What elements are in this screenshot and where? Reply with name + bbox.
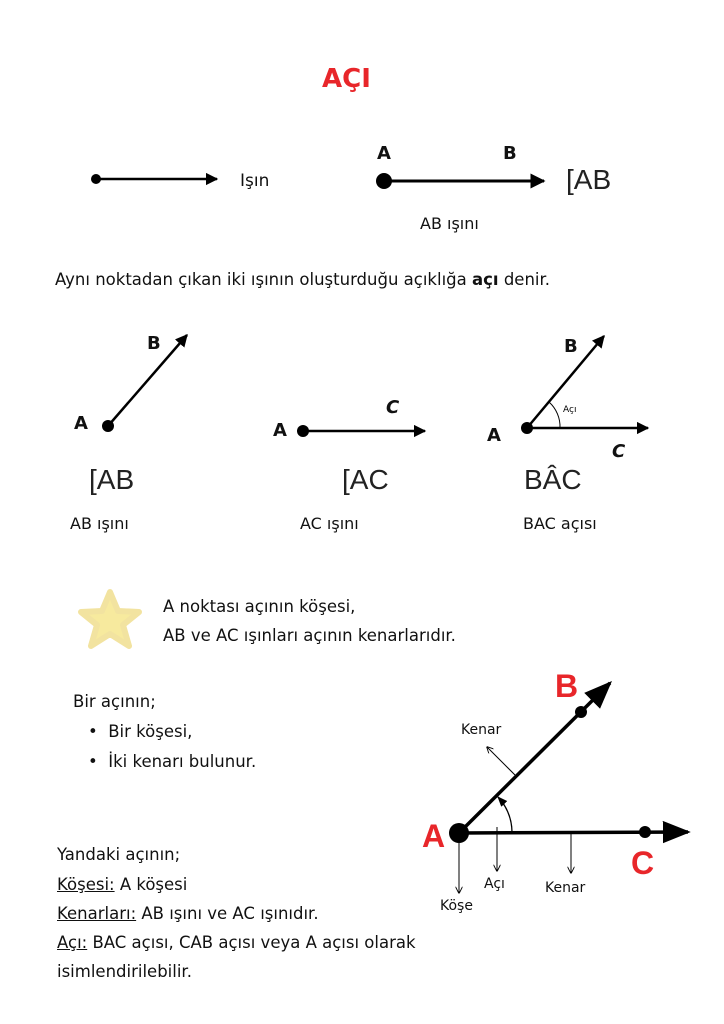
definition-part: Aynı noktadan çıkan iki ışının oluşturdu…	[55, 270, 472, 289]
ex3-caption: BAC açısı	[523, 514, 597, 533]
definition-part: denir.	[498, 270, 551, 289]
definition-keyword: açı	[472, 270, 499, 289]
parts-item-text: Bir köşesi,	[108, 722, 193, 741]
parts-item-text: İki kenarı bulunur.	[108, 752, 257, 771]
ray-caption: AB ışını	[420, 214, 479, 233]
kose-value: A köşesi	[114, 875, 188, 894]
ray-notation: [AB	[566, 164, 612, 195]
ex2-point-a: A	[273, 420, 287, 441]
summary-aci-continued: isimlendirilebilir.	[57, 962, 192, 981]
diagram-kose-label: Köşe	[440, 898, 473, 914]
diagram-kenar-label: Kenar	[461, 722, 502, 738]
parts-item: • İki kenarı bulunur.	[88, 752, 257, 771]
ex3-point-a: A	[487, 425, 501, 446]
diagram-point-c: C	[631, 845, 655, 881]
ex1-caption: AB ışını	[70, 514, 129, 533]
angle-diagram	[449, 681, 691, 893]
kenar-label: Kenarları:	[57, 904, 137, 923]
note-line-1: A noktası açının köşesi,	[163, 597, 356, 616]
example-ray-ab	[102, 334, 188, 432]
ex3-notation: BÂC	[524, 464, 582, 495]
star-icon	[78, 589, 142, 649]
ex2-notation: [AC	[342, 464, 389, 495]
ex3-point-c: C	[612, 441, 626, 462]
angle-label: Açı	[563, 405, 576, 415]
ex3-point-b: B	[564, 336, 578, 357]
point-a-label: A	[377, 143, 391, 164]
summary-heading: Yandaki açının;	[57, 845, 181, 864]
diagram-kenar-label: Kenar	[545, 880, 586, 896]
ex2-caption: AC ışını	[300, 514, 359, 533]
parts-heading: Bir açının;	[73, 692, 156, 711]
diagram-point-b: B	[555, 668, 579, 704]
example-ray-ac	[297, 424, 427, 438]
summary-aci: Açı: BAC açısı, CAB açısı veya A açısı o…	[57, 933, 416, 952]
ray-label: Işın	[240, 171, 270, 191]
ray-ab	[376, 173, 546, 189]
aci-label: Açı:	[57, 933, 88, 952]
note-line-2: AB ve AC ışınları açının kenarlarıdır.	[163, 626, 456, 645]
parts-item: • Bir köşesi,	[88, 722, 193, 741]
ex1-point-b: B	[147, 333, 161, 354]
example-angle-bac: Açı	[521, 335, 650, 435]
diagram-point-a: A	[422, 818, 446, 854]
kenar-value: AB ışını ve AC ışınıdır.	[136, 904, 319, 923]
aci-value: BAC açısı, CAB açısı veya A açısı olarak	[87, 933, 416, 952]
summary-kenar: Kenarları: AB ışını ve AC ışınıdır.	[57, 904, 319, 923]
ex1-notation: [AB	[89, 464, 135, 495]
definition-text: Aynı noktadan çıkan iki ışının oluşturdu…	[55, 270, 550, 289]
summary-kose: Köşesi: A köşesi	[57, 875, 187, 894]
page-title: AÇI	[322, 64, 371, 94]
ex2-point-c: C	[386, 397, 400, 418]
kose-label: Köşesi:	[57, 875, 115, 894]
ray-example	[91, 172, 219, 186]
ex1-point-a: A	[74, 413, 88, 434]
diagram-aci-label: Açı	[484, 876, 505, 892]
point-b-label: B	[503, 143, 517, 164]
